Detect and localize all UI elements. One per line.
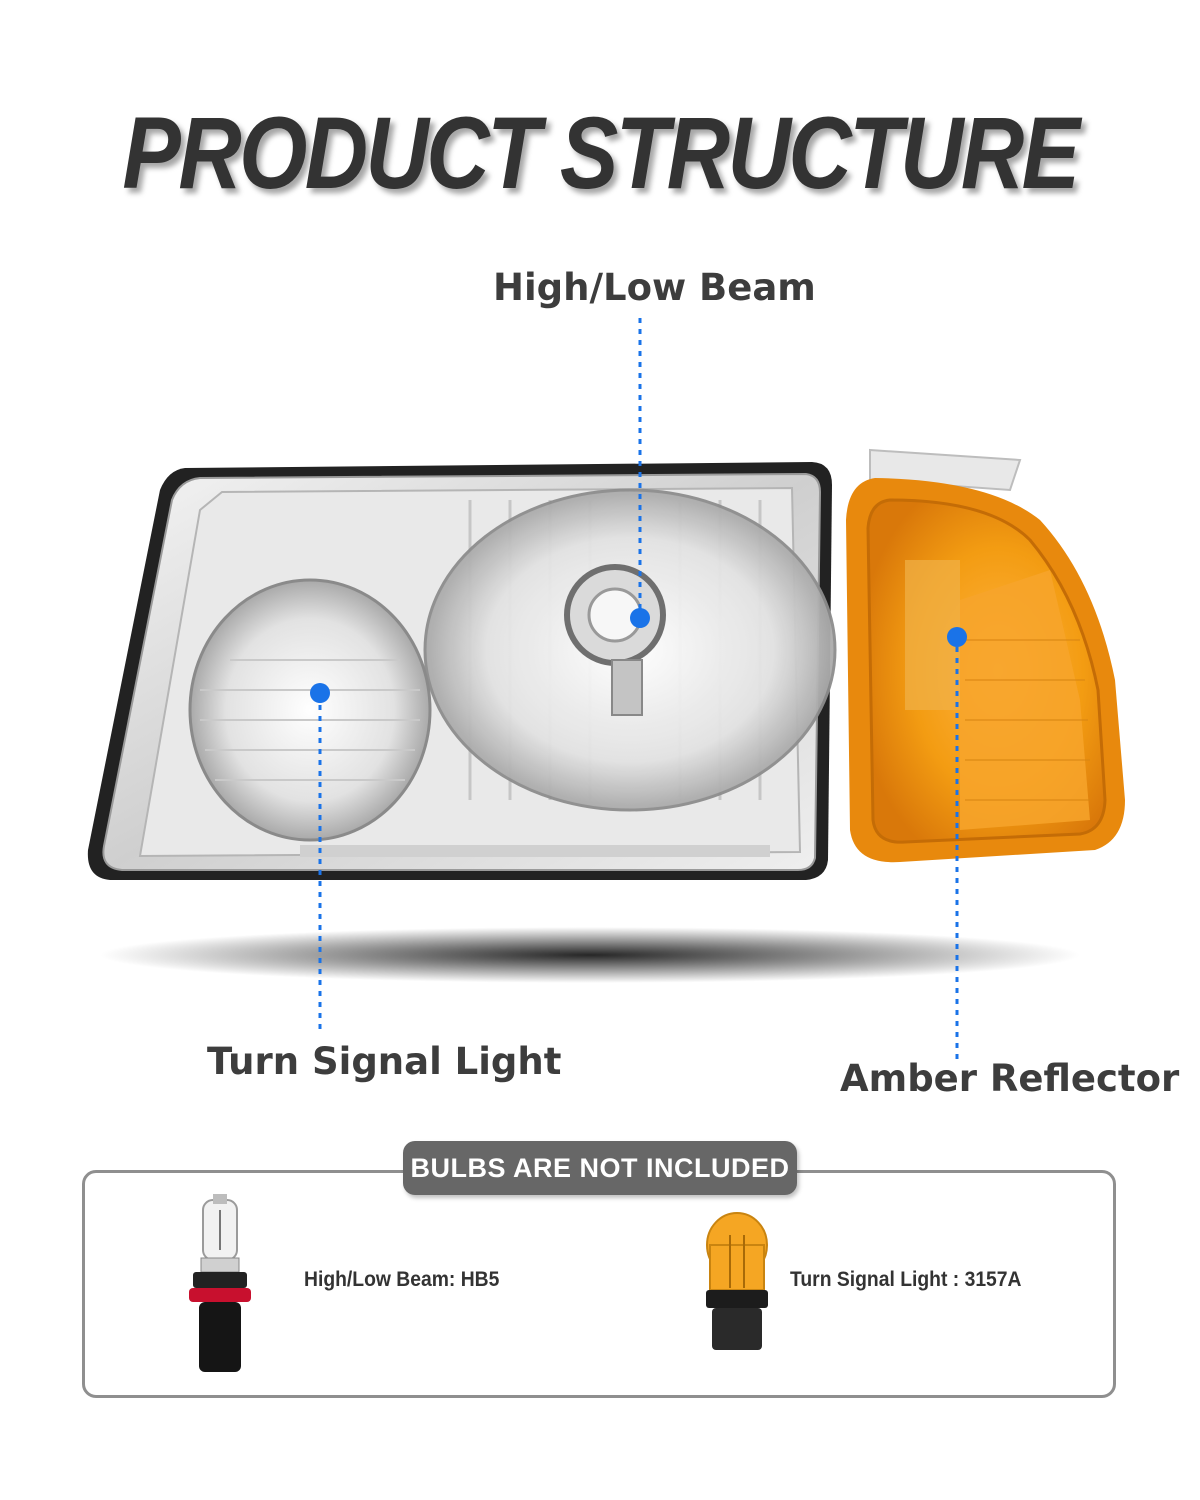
headlight-assembly-illustration (87, 318, 1125, 1060)
bulb-label-hb5: High/Low Beam: HB5 (304, 1268, 500, 1291)
page-title: PRODUCT STRUCTURE (122, 96, 1080, 210)
floor-shadow (100, 927, 1080, 983)
headlight-housing (87, 462, 837, 880)
amber-corner-lamp (846, 448, 1125, 863)
callout-dot-high-low (630, 608, 650, 628)
bulb-label-3157a: Turn Signal Light : 3157A (790, 1268, 1022, 1291)
hb5-bulb-icon (189, 1194, 251, 1372)
callout-high-low-beam: High/Low Beam (493, 266, 816, 309)
bulbs-not-included-badge: BULBS ARE NOT INCLUDED (403, 1141, 797, 1195)
callout-dot-turn-signal (310, 683, 330, 703)
callout-dot-amber (947, 627, 967, 647)
3157a-bulb-icon (706, 1212, 768, 1350)
callout-turn-signal-light: Turn Signal Light (207, 1040, 562, 1083)
callout-amber-reflector: Amber Reflector (840, 1057, 1180, 1100)
